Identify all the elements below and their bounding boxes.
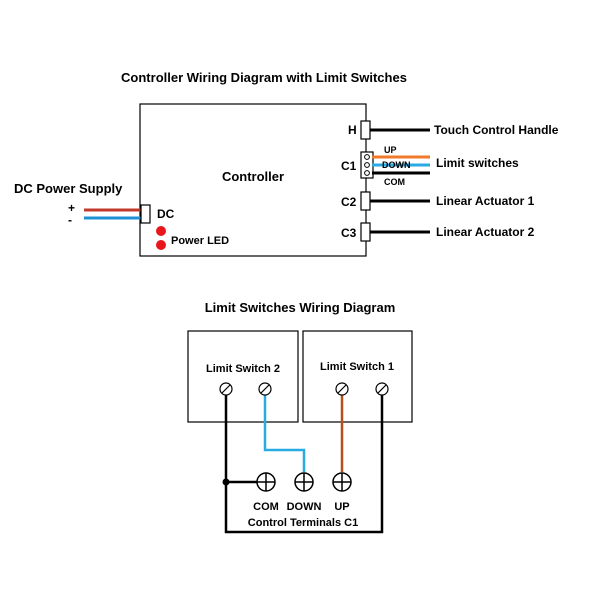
screw-terminal-icon [375,382,389,396]
power-led-label: Power LED [171,235,229,247]
controller-box [139,103,367,257]
down-wire [263,389,306,472]
control-terminals-label: Control Terminals C1 [248,517,358,529]
c1-up-label: UP [384,145,397,155]
wire-junction-dot [222,478,230,486]
limit-switch-1-box [302,330,413,423]
port-c2 [360,191,371,211]
touch-control-handle-label: Touch Control Handle [434,123,559,137]
screw-terminal-icon [219,382,233,396]
up-terminal-icon [332,472,352,492]
minus-sign: - [68,213,72,227]
top-diagram-title: Controller Wiring Diagram with Limit Swi… [121,70,407,85]
port-h-label: H [348,123,357,137]
screw-terminal-icon [335,382,349,396]
linear-actuator-1-label: Linear Actuator 1 [436,194,535,208]
port-c2-label: C2 [341,195,357,209]
c1-com-label: COM [384,177,405,187]
c1-pin-icon [364,170,370,176]
down-terminal-icon [294,472,314,492]
controller-label: Controller [222,169,284,184]
screw-terminal-icon [258,382,272,396]
power-led-icon [156,240,166,250]
com-terminal-label: COM [253,501,279,513]
dc-port [140,204,151,224]
bottom-diagram-title: Limit Switches Wiring Diagram [205,300,396,315]
up-terminal-label: UP [334,501,349,513]
port-h [360,120,371,140]
c1-pin-icon [364,162,370,168]
limit-switches-label: Limit switches [436,156,519,170]
c1-down-label: DOWN [382,160,411,170]
plus-sign: + [68,201,75,215]
down-terminal-label: DOWN [287,501,322,513]
port-c3 [360,222,371,242]
power-led-icon [156,226,166,236]
linear-actuator-2-label: Linear Actuator 2 [436,225,535,239]
c1-pin-icon [364,154,370,160]
port-c1-label: C1 [341,159,357,173]
limit-switch-2-box [187,330,299,423]
limit-switch-1-label: Limit Switch 1 [320,361,394,373]
dc-power-supply-label: DC Power Supply [14,181,123,196]
dc-port-label: DC [157,207,175,221]
com-terminal-icon [256,472,276,492]
limit-switch-2-label: Limit Switch 2 [206,363,280,375]
port-c3-label: C3 [341,226,357,240]
com-wire-switch2 [224,389,384,534]
